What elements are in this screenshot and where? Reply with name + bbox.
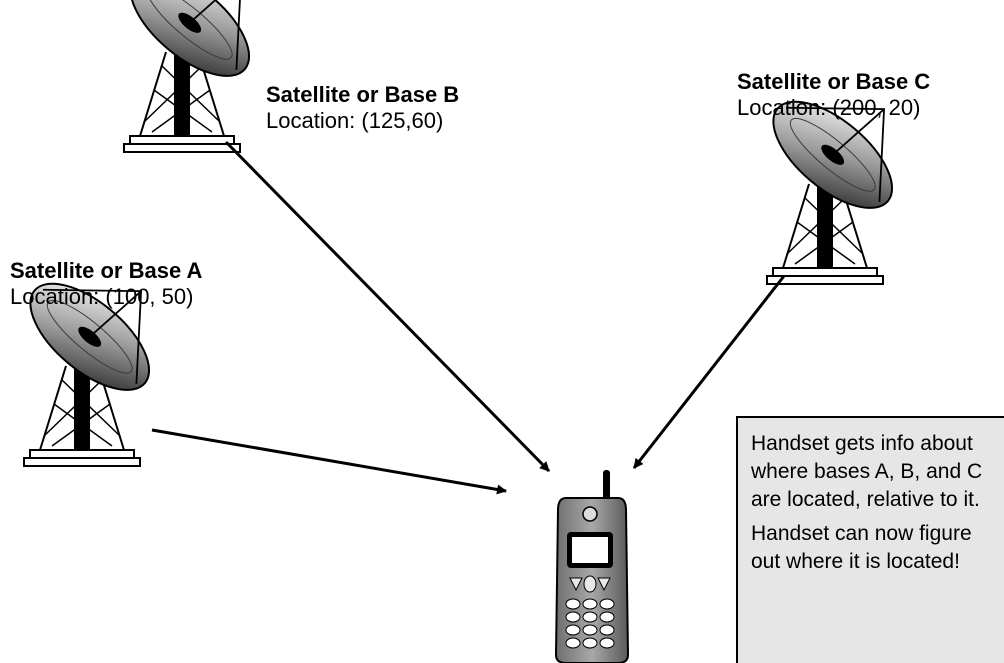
base-a-name: Satellite or Base A (10, 258, 203, 283)
arrow-c-to-handset (632, 275, 786, 469)
arrow-b-to-handset (224, 140, 551, 473)
base-c-name: Satellite or Base C (737, 69, 931, 94)
base-a-label: Satellite or Base A Location: (100, 50) (10, 258, 202, 311)
handset-icon (554, 470, 630, 663)
base-b-location: Location: (125,60) (266, 108, 444, 134)
info-paragraph-1: Handset gets info about where bases A, B… (751, 432, 983, 511)
base-a-location: Location: (100, 50) (10, 284, 194, 310)
base-c-location: Location: (200, 20) (737, 95, 921, 121)
info-paragraph-2: Handset can now figure out where it is l… (751, 522, 972, 573)
arrow-a-to-handset (151, 428, 507, 495)
dish-b-icon (111, 0, 290, 154)
base-c-label: Satellite or Base C Location: (200, 20) (737, 69, 930, 122)
base-b-name: Satellite or Base B (266, 82, 460, 107)
base-b-label: Satellite or Base B Location: (125,60) (266, 82, 459, 135)
info-box: Handset gets info about where bases A, B… (736, 416, 1004, 663)
